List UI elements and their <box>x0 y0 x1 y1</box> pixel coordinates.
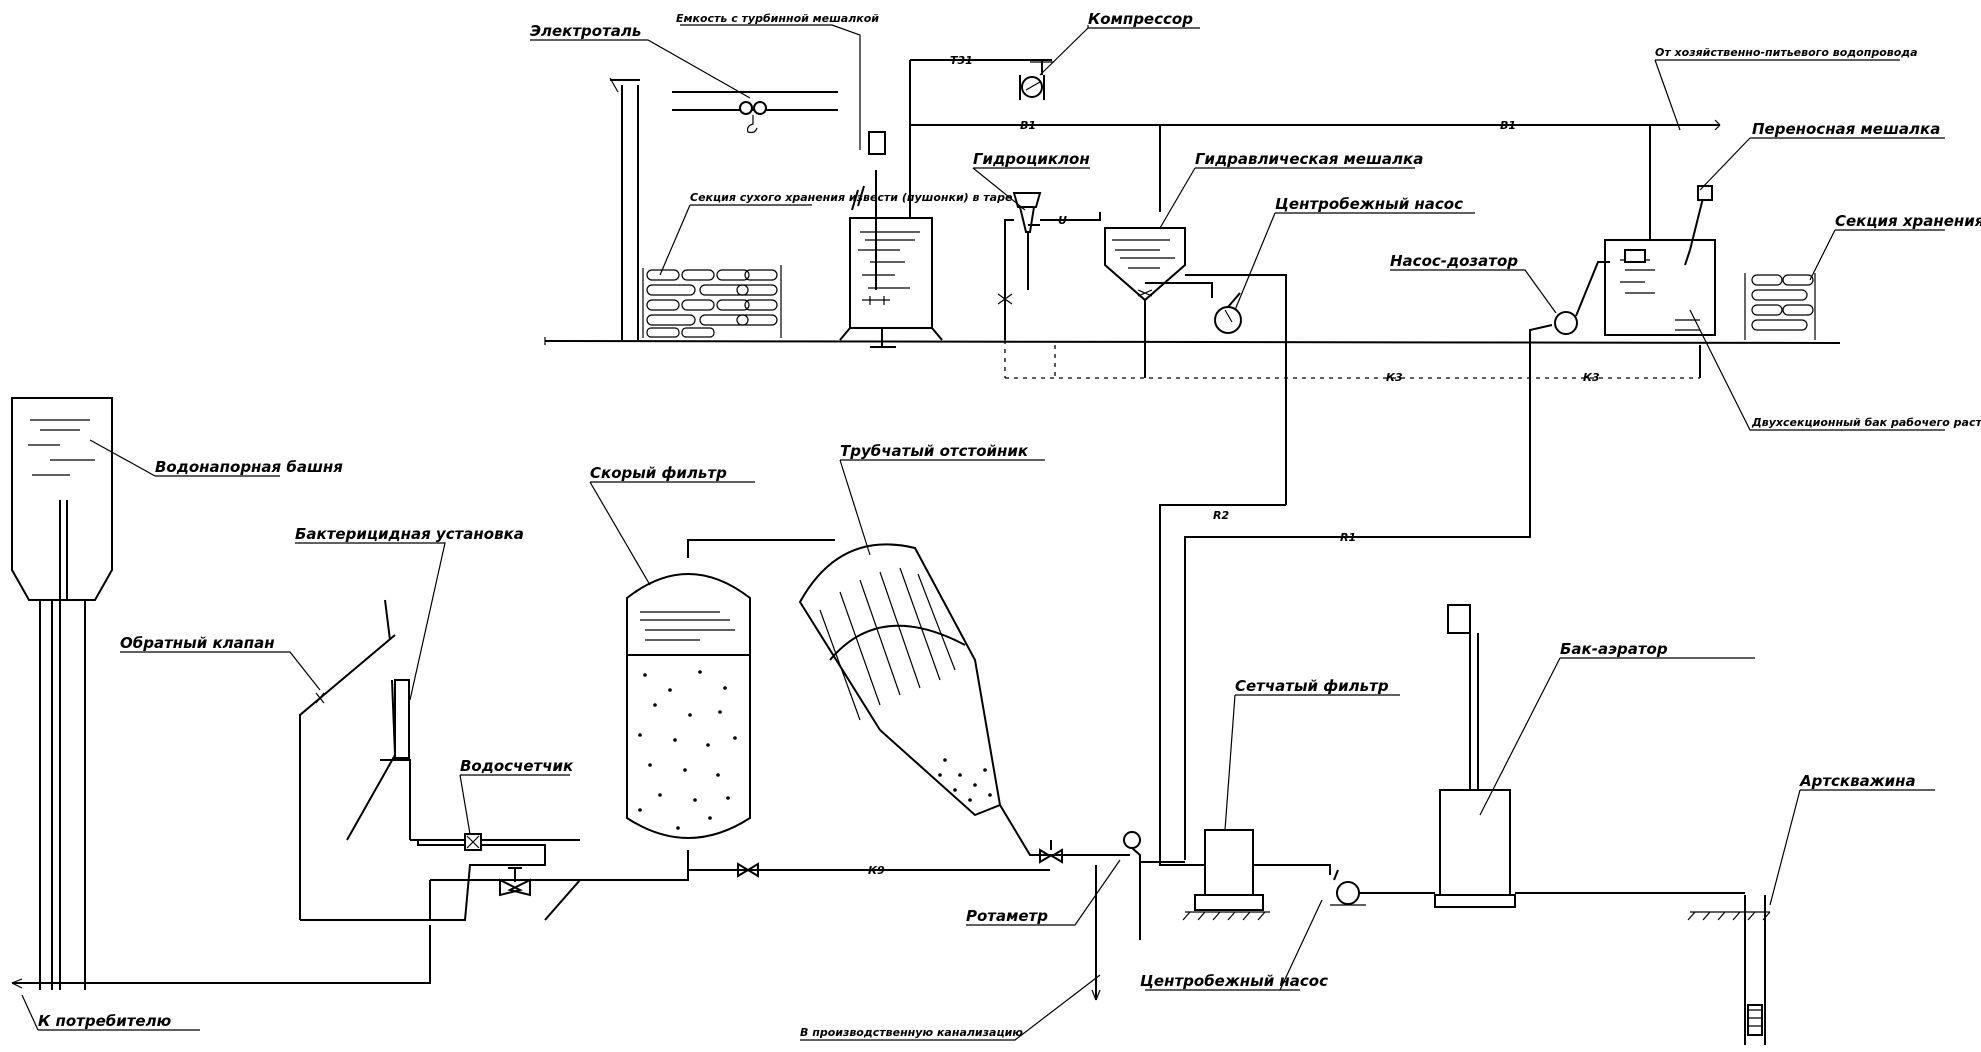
b1-arrow <box>1714 119 1721 131</box>
dosing-pump <box>1529 261 1610 505</box>
hydraulic-mixer <box>1104 227 1287 505</box>
well <box>1687 892 1771 1045</box>
settler-valve <box>1039 840 1063 864</box>
mesh-filter <box>1159 829 1270 921</box>
label-hydrocyclone: Гидроциклон <box>973 150 1090 168</box>
pipe-code-b1-b: В1 <box>1500 119 1516 132</box>
lime-storage-stack <box>642 265 782 338</box>
consumer-line <box>12 925 431 984</box>
pipe-code-r2: R2 <box>1213 509 1229 522</box>
turbine-tank <box>839 60 943 348</box>
label-bactericidal: Бактерицидная установка <box>295 525 524 543</box>
label-centrifugal-pump-top: Центробежный насос <box>1275 195 1463 213</box>
label-compressor: Компрессор <box>1088 10 1193 28</box>
deaerator-tank <box>1434 604 1710 908</box>
pipe-to-filter <box>580 850 689 881</box>
label-deaerator-tank: Бак-аэратор <box>1560 640 1668 658</box>
label-rotameter: Ротаметр <box>966 907 1048 925</box>
label-mesh-filter: Сетчатый фильтр <box>1235 677 1389 695</box>
label-water-meter: Водосчетчик <box>460 757 574 775</box>
label-soda-storage: Секция хранения соды в таре <box>1835 212 1981 230</box>
k9-line <box>687 865 1050 871</box>
pipe-code-r1: R1 <box>1340 531 1356 544</box>
pipe-code-k9: К9 <box>868 864 885 877</box>
leader-lines <box>21 24 1945 1041</box>
electrotal-crane <box>609 77 838 340</box>
label-to-production: В производственную канализацию <box>800 1026 1023 1039</box>
label-soda-tank: Двухсекционный бак рабочего раствора сод… <box>1751 416 1981 429</box>
label-well: Артскважина <box>1799 772 1916 790</box>
label-centrifugal-pump-bottom: Центробежный насос <box>1140 972 1328 990</box>
fast-filter <box>626 539 835 839</box>
label-hydraulic-mixer: Гидравлическая мешалка <box>1195 150 1423 168</box>
water-tower <box>11 397 113 990</box>
label-electrotal: Электроталь <box>530 22 641 40</box>
label-dosing-pump: Насос-дозатор <box>1390 252 1518 270</box>
r2-reagent-line <box>1159 504 1286 860</box>
r1-reagent-line <box>1184 505 1531 860</box>
label-tank-turbine: Емкость с турбинной мешалкой <box>676 12 879 25</box>
centrifugal-pump-bottom <box>1253 864 1435 906</box>
label-to-consumer: К потребителю <box>38 1012 172 1030</box>
pipe-code-k3-b: К3 <box>1583 371 1600 384</box>
pipe-code-b1-a: В1 <box>1020 119 1036 132</box>
label-water-supply: От хозяйственно-питьевого водопровода <box>1655 46 1918 59</box>
hydrocyclone <box>997 192 1101 340</box>
pipe-code-t31: Т31 <box>950 54 973 67</box>
pipe-code-k3-a: К3 <box>1386 371 1403 384</box>
settler-sludge <box>938 758 992 802</box>
main-valve <box>429 867 583 921</box>
label-check-valve: Обратный клапан <box>120 634 275 652</box>
tube-settler <box>798 543 1130 856</box>
soda-storage-stack <box>1744 273 1816 340</box>
label-water-tower: Водонапорная башня <box>155 458 343 476</box>
label-portable-mixer: Переносная мешалка <box>1752 120 1940 138</box>
filter-media <box>638 670 737 830</box>
bactericidal-piping <box>299 599 580 921</box>
soda-tank <box>1604 185 1716 336</box>
compressor <box>910 59 1054 100</box>
label-dry-lime-storage: Секция сухого хранения извести (пушонки)… <box>690 191 1013 204</box>
rotameter <box>1091 831 1185 1001</box>
centrifugal-pump-top <box>1200 282 1242 334</box>
label-tube-settler: Трубчатый отстойник <box>840 442 1029 460</box>
water-meter <box>464 833 482 851</box>
pipe-code-u: U <box>1058 214 1067 227</box>
label-fast-filter: Скорый фильтр <box>590 464 727 482</box>
floor-line <box>544 340 1841 344</box>
